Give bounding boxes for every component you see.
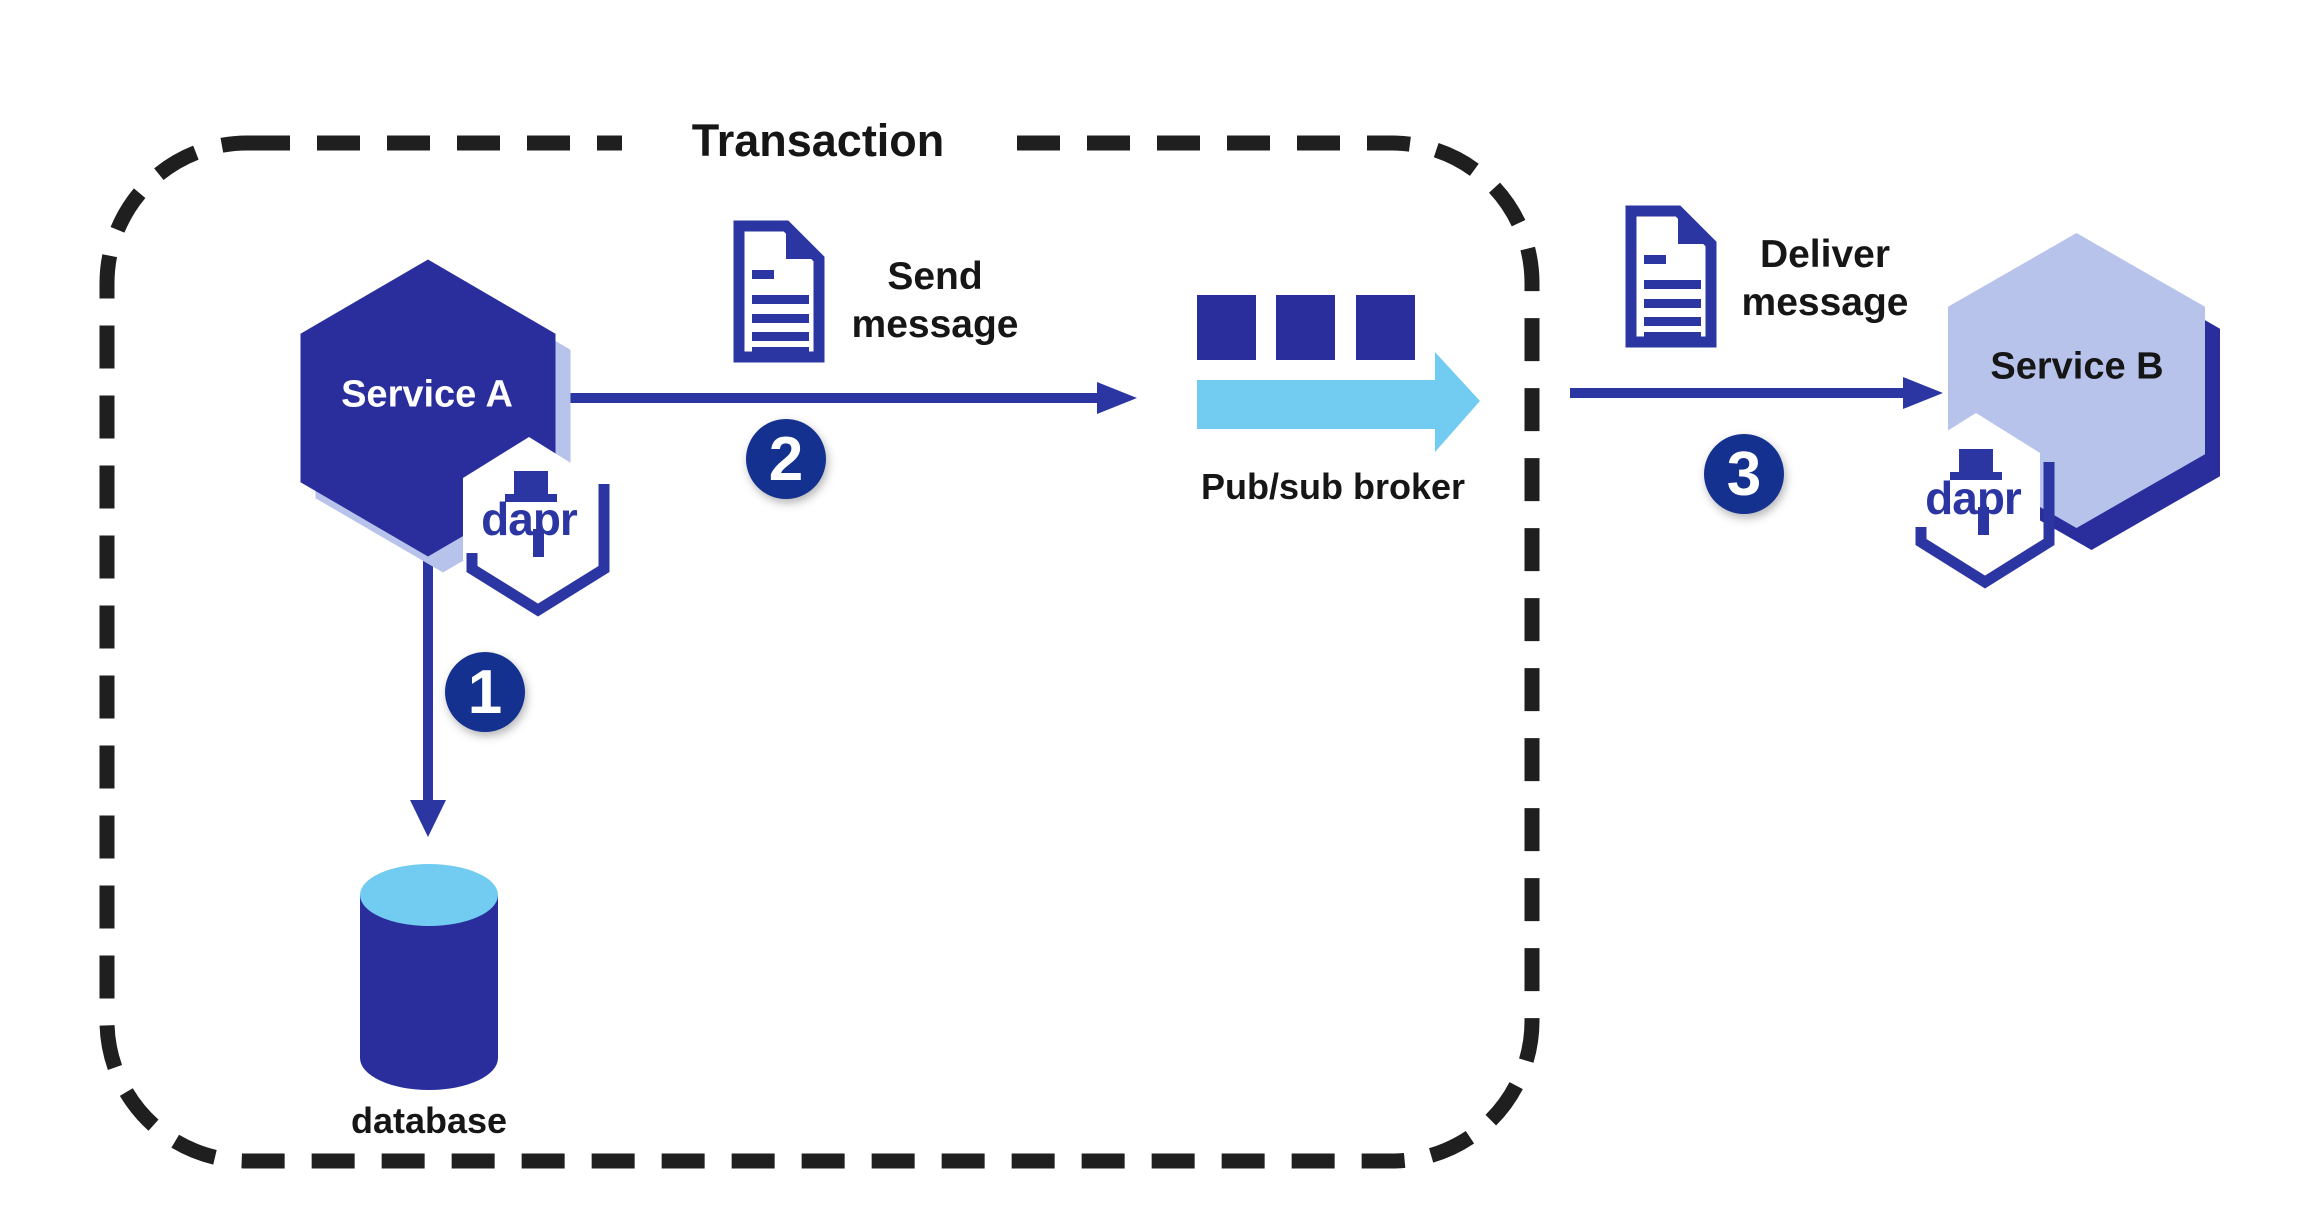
transaction-label-gap bbox=[622, 120, 1014, 166]
step-3-number: 3 bbox=[1726, 439, 1762, 509]
service-b-label: Service B bbox=[1990, 345, 2164, 388]
step-1-badge: 1 bbox=[445, 652, 525, 732]
dapr-hat-crown-b-icon bbox=[1959, 449, 1993, 473]
step-2-badge: 2 bbox=[746, 419, 826, 499]
dapr-logo-b-label: dapr bbox=[1925, 472, 2022, 524]
broker-arrow-icon bbox=[1197, 352, 1480, 452]
dapr-stick-a-icon bbox=[533, 529, 544, 557]
queue-messages-icon bbox=[1197, 295, 1415, 360]
transaction-label: Transaction bbox=[691, 115, 945, 166]
arrow-right-step3-icon bbox=[1570, 377, 1943, 409]
dapr-badge-a-hexagon bbox=[463, 437, 610, 617]
database-label: database bbox=[350, 1100, 508, 1141]
database-icon bbox=[360, 864, 498, 1090]
dapr-stick-b-icon bbox=[1978, 507, 1989, 535]
dapr-hat-crown-a-icon bbox=[514, 471, 548, 495]
arrow-down-icon bbox=[410, 558, 446, 837]
send-document-icon bbox=[739, 226, 819, 357]
deliver-document-icon bbox=[1631, 211, 1711, 342]
broker-label: Pub/sub broker bbox=[1200, 466, 1466, 507]
dapr-hat-brim-a-icon bbox=[505, 494, 557, 502]
service-a-label: Service A bbox=[341, 373, 513, 416]
deliver-message-label: Deliver message bbox=[1741, 233, 1909, 324]
send-message-label: Send message bbox=[851, 255, 1019, 346]
arrow-right-step2-icon bbox=[540, 382, 1137, 414]
dapr-hat-brim-b-icon bbox=[1950, 472, 2002, 480]
step-3-badge: 3 bbox=[1704, 434, 1784, 514]
step-2-number: 2 bbox=[768, 424, 804, 494]
dapr-badge-b-hexagon bbox=[1912, 413, 2055, 589]
step-1-number: 1 bbox=[467, 657, 503, 727]
